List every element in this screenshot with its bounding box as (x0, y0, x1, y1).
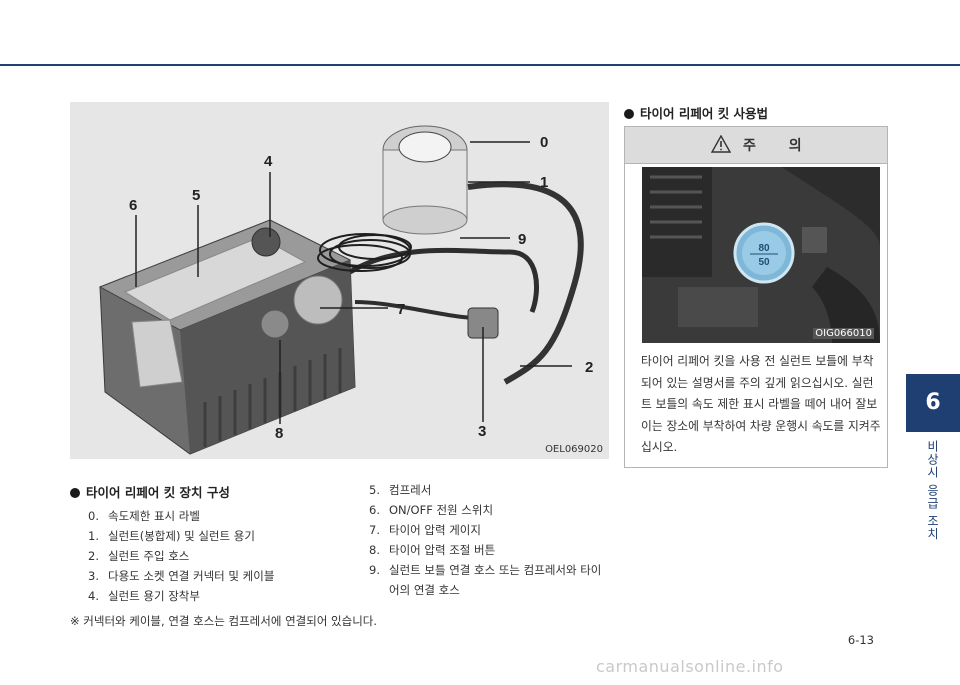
bullet-icon (70, 488, 80, 498)
caution-box: 주 의 80 50 OIG066010 타이어 리페어 킷을 사용 전 실런트 … (624, 126, 888, 468)
callout-3: 3 (478, 423, 486, 440)
header-rule (0, 64, 960, 66)
caution-header: 주 의 (625, 127, 887, 164)
callout-7: 7 (397, 301, 405, 318)
list-item: 6.ON/OFF 전원 스위치 (369, 503, 494, 517)
callout-2: 2 (585, 359, 593, 376)
dashboard-illustration: 80 50 (642, 167, 880, 343)
dashboard-photo: 80 50 OIG066010 (642, 167, 880, 343)
list-item: 8.타이어 압력 조절 버튼 (369, 543, 496, 557)
callout-0: 0 (540, 134, 548, 151)
kit-components-title: 타이어 리페어 킷 장치 구성 (70, 482, 230, 501)
caution-text: 타이어 리페어 킷을 사용 전 실런트 보틀에 부착되어 있는 설명서를 주의 … (641, 354, 881, 454)
callout-1: 1 (540, 174, 548, 191)
list-item: 4.실런트 용기 장착부 (88, 589, 200, 603)
components-list-b: 5.컴프레서 6.ON/OFF 전원 스위치 7.타이어 압력 게이지 8.타이… (369, 480, 601, 600)
list-item-continuation: 어의 연결 호스 (389, 583, 460, 597)
list-item: 7.타이어 압력 게이지 (369, 523, 481, 537)
callout-9: 9 (518, 231, 526, 248)
chapter-title: 비상시 응급 조치 (925, 440, 940, 541)
list-item: 0.속도제한 표시 라벨 (88, 509, 200, 523)
speed-label-bottom: 50 (758, 257, 770, 268)
components-list-a: 0.속도제한 표시 라벨 1.실런트(봉합제) 및 실런트 용기 2.실런트 주… (88, 506, 274, 606)
list-item: 9.실런트 보틀 연결 호스 또는 컴프레서와 타이 (369, 563, 602, 577)
speed-label-top: 80 (758, 243, 770, 254)
photo-code: OIG066010 (813, 328, 874, 339)
callout-5: 5 (192, 187, 200, 204)
repair-kit-illustration: 0 1 2 3 4 5 6 7 8 9 (98, 125, 593, 455)
caution-title: 주 의 (743, 138, 816, 154)
page-number: 6-13 (847, 633, 874, 647)
callout-6: 6 (129, 197, 137, 214)
callout-4: 4 (264, 153, 273, 170)
list-item: 5.컴프레서 (369, 483, 432, 497)
kit-usage-title: 타이어 리페어 킷 사용법 (624, 103, 768, 122)
repair-kit-figure: 0 1 2 3 4 5 6 7 8 9 OEL069020 (70, 102, 609, 459)
chapter-tab[interactable]: 6 (906, 374, 960, 432)
callout-8: 8 (275, 425, 283, 442)
bullet-icon (624, 109, 634, 119)
warning-triangle-icon (711, 135, 731, 153)
list-item: 2.실런트 주입 호스 (88, 549, 190, 563)
connection-note: ※ 커넥터와 케이블, 연결 호스는 컴프레서에 연결되어 있습니다. (70, 614, 378, 628)
list-item: 1.실런트(봉합제) 및 실런트 용기 (88, 529, 255, 543)
list-item: 3.다용도 소켓 연결 커넥터 및 케이블 (88, 569, 275, 583)
watermark-text: carmanualsonline.info (596, 657, 784, 676)
figure-code: OEL069020 (545, 444, 603, 455)
